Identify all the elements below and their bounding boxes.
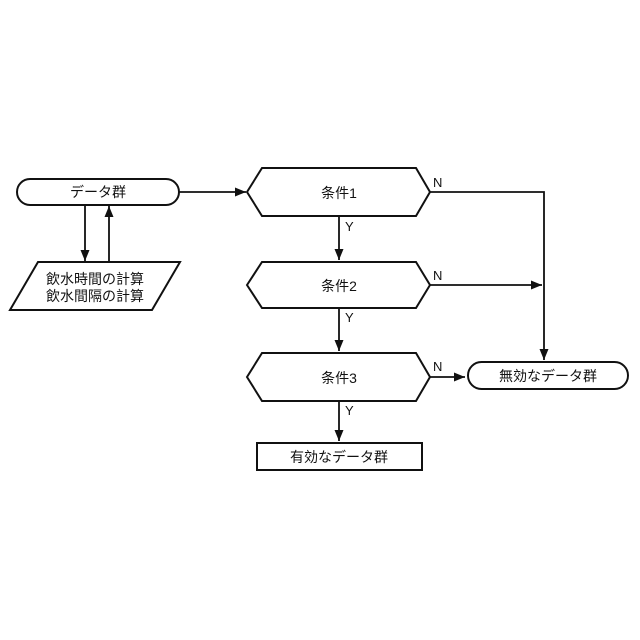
- edge-condition1-no-to-invalid-data: [430, 191, 549, 360]
- node-label: 条件1: [321, 185, 357, 201]
- branch-label-condition3-no: N: [433, 359, 442, 374]
- node-condition2: 条件2: [245, 261, 432, 309]
- node-label: 無効なデータ群: [499, 368, 597, 384]
- node-label: 有効なデータ群: [290, 449, 388, 465]
- hexagon-shape: [245, 352, 432, 402]
- node-data-group: データ群: [16, 178, 180, 206]
- branch-label-condition1-yes: Y: [345, 219, 354, 234]
- node-invalid-data: 無効なデータ群: [467, 361, 629, 390]
- parallelogram-shape: [8, 261, 182, 311]
- terminator-shape: [16, 178, 180, 206]
- node-label-line2: 飲水間隔の計算: [46, 288, 144, 304]
- node-condition1: 条件1: [245, 167, 432, 217]
- branch-label-condition3-yes: Y: [345, 403, 354, 418]
- node-label: 条件2: [321, 278, 357, 294]
- process-shape: [256, 442, 423, 471]
- node-label: データ群: [70, 184, 126, 200]
- branch-label-condition1-no: N: [433, 175, 442, 190]
- node-label-line1: 飲水時間の計算: [46, 271, 144, 287]
- node-valid-data: 有効なデータ群: [256, 442, 423, 471]
- node-condition3: 条件3: [245, 352, 432, 402]
- node-calc: 飲水時間の計算 飲水間隔の計算: [8, 261, 182, 311]
- branch-label-condition2-yes: Y: [345, 310, 354, 325]
- terminator-shape: [467, 361, 629, 390]
- branch-label-condition2-no: N: [433, 268, 442, 283]
- hexagon-shape: [245, 167, 432, 217]
- node-label: 条件3: [321, 370, 357, 386]
- hexagon-shape: [245, 261, 432, 309]
